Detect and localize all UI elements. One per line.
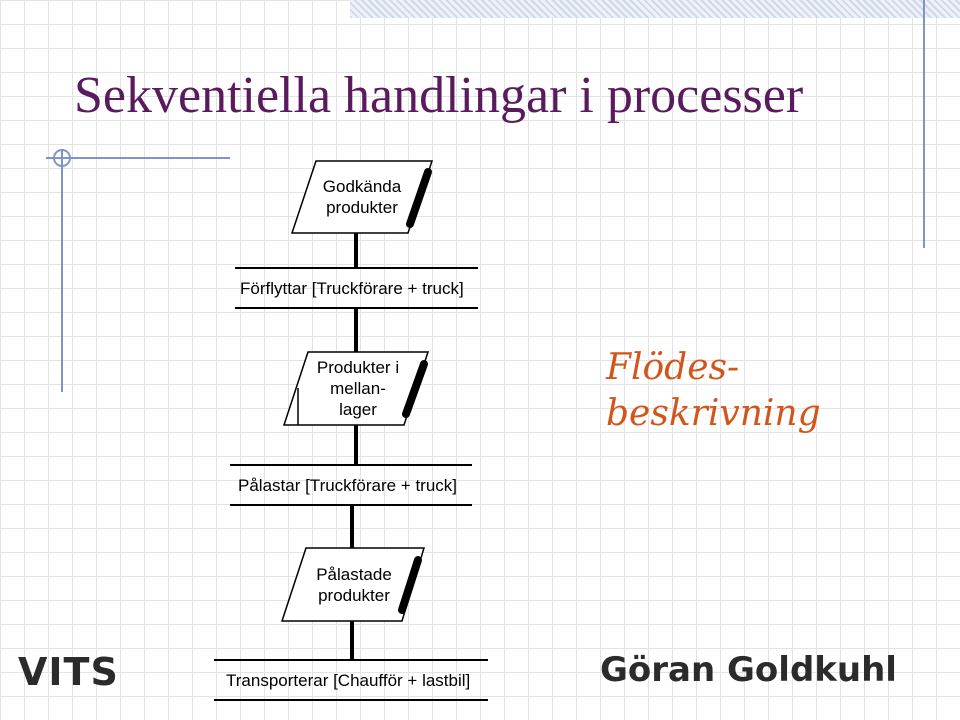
- box-mellanlager-line2: mellan-: [330, 379, 386, 398]
- box-palastade-line1: Pålastade: [316, 565, 392, 584]
- box-palastade-bar: [398, 556, 422, 614]
- box-mellanlager-bar: [402, 360, 428, 418]
- vits-logo: VITS: [18, 650, 119, 694]
- box-mellanlager-line1: Produkter i: [316, 358, 400, 377]
- box-palastade-shape: [280, 547, 426, 622]
- box-mellanlager-line3: lager: [339, 400, 377, 419]
- page-title: Sekventiella handlingar i processer: [74, 67, 804, 124]
- side-note-line1: Flödes-: [606, 347, 740, 388]
- goran-goldkuhl-logo: Göran Goldkuhl: [600, 650, 897, 690]
- side-note-line2: beskrivning: [606, 393, 821, 434]
- step-palastar: Pålastar [Truckförare + truck]: [238, 476, 458, 495]
- box-mellanlager-text: Produkter i mellan- lager: [296, 357, 420, 420]
- frame-ring: [53, 149, 71, 167]
- box-godkanda-bar: [406, 168, 432, 228]
- box-palastade-text: Pålastade produkter: [292, 564, 416, 606]
- step-transporterar: Transporterar [Chaufför + lastbil]: [226, 671, 471, 690]
- box-godkanda-line2: produkter: [326, 198, 398, 217]
- box-godkanda-line1: Godkända: [322, 177, 402, 196]
- box-palastade-line2: produkter: [318, 586, 390, 605]
- box-mellanlager-shape: [282, 351, 430, 426]
- side-note-flodesbeskrivning: Flödes- beskrivning: [606, 345, 821, 437]
- box-godkanda-text: Godkända produkter: [300, 176, 424, 218]
- box-godkanda-shape: [290, 160, 434, 234]
- step-forflyttar: Förflyttar [Truckförare + truck]: [240, 279, 464, 298]
- decorative-band: [350, 0, 960, 18]
